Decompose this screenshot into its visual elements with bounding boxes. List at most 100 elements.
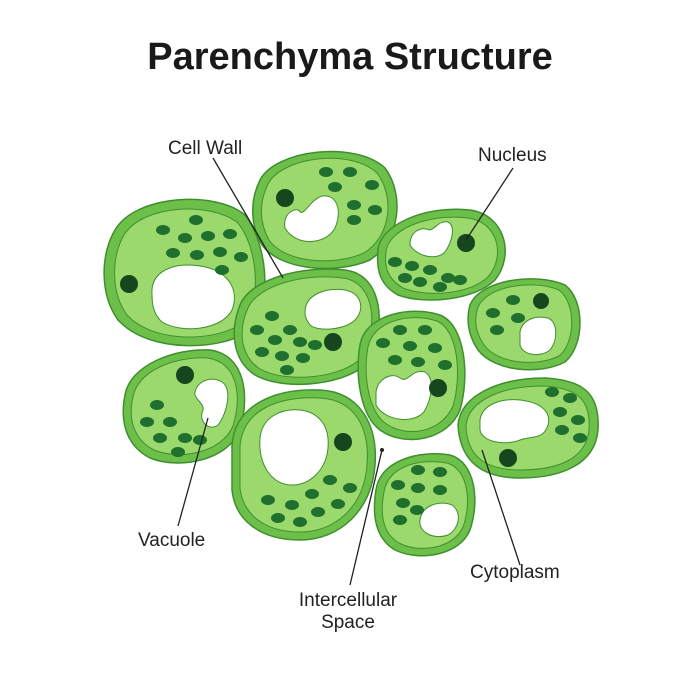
cell xyxy=(233,268,380,385)
chloroplast xyxy=(393,325,407,335)
chloroplast xyxy=(166,248,180,258)
chloroplast xyxy=(571,415,585,425)
chloroplast xyxy=(555,425,569,435)
chloroplast xyxy=(285,500,299,510)
chloroplast xyxy=(433,485,447,495)
chloroplast xyxy=(190,250,204,260)
chloroplast xyxy=(398,273,412,283)
nucleus-leader xyxy=(465,167,514,241)
chloroplast xyxy=(411,483,425,493)
chloroplast xyxy=(506,295,520,305)
chloroplast xyxy=(201,231,215,241)
vacuole-label: Vacuole xyxy=(138,530,206,551)
nucleus xyxy=(334,433,352,451)
chloroplast xyxy=(405,261,419,271)
chloroplast xyxy=(347,200,361,210)
vacuole xyxy=(194,378,229,428)
chloroplast xyxy=(441,273,455,283)
intercellular-space-label-line2: Space xyxy=(321,612,375,633)
cell xyxy=(457,377,599,479)
chloroplast xyxy=(347,215,361,225)
cell xyxy=(231,389,377,541)
chloroplast xyxy=(323,475,337,485)
vacuole xyxy=(375,370,432,420)
chloroplast xyxy=(343,167,357,177)
chloroplast xyxy=(411,465,425,475)
chloroplast xyxy=(428,343,442,353)
cell xyxy=(122,349,246,464)
chloroplast xyxy=(423,265,437,275)
nucleus-label: Nucleus xyxy=(478,145,547,166)
chloroplast xyxy=(553,407,567,417)
intercellular-space-marker xyxy=(380,448,384,452)
chloroplast xyxy=(275,351,289,361)
chloroplast xyxy=(293,517,307,527)
chloroplast xyxy=(261,495,275,505)
chloroplast xyxy=(293,337,307,347)
cell xyxy=(467,278,581,371)
chloroplast xyxy=(396,498,410,508)
chloroplast xyxy=(453,275,467,285)
chloroplast xyxy=(171,447,185,457)
chloroplast xyxy=(433,282,447,292)
chloroplast xyxy=(388,355,402,365)
chloroplast xyxy=(250,325,264,335)
vacuole xyxy=(151,264,235,330)
chloroplast xyxy=(331,499,345,509)
chloroplast xyxy=(150,400,164,410)
vacuole-leader xyxy=(177,417,209,527)
chloroplast xyxy=(223,229,237,239)
nucleus xyxy=(457,234,475,252)
cytoplasm-label: Cytoplasm xyxy=(470,562,560,583)
chloroplast xyxy=(305,489,319,499)
vacuole xyxy=(284,195,339,242)
chloroplast xyxy=(403,341,417,351)
diagram-title: Parenchyma Structure xyxy=(147,36,553,78)
chloroplast xyxy=(365,180,379,190)
chloroplast xyxy=(413,277,427,287)
chloroplast xyxy=(308,340,322,350)
chloroplast xyxy=(213,247,227,257)
vacuole xyxy=(259,409,329,486)
chloroplast xyxy=(140,417,154,427)
chloroplast xyxy=(486,308,500,318)
cell xyxy=(376,208,506,301)
chloroplast xyxy=(319,167,333,177)
chloroplast xyxy=(411,357,425,367)
nucleus xyxy=(120,275,138,293)
chloroplast xyxy=(178,433,192,443)
chloroplast xyxy=(163,417,177,427)
cell-wall-label: Cell Wall xyxy=(168,138,243,159)
chloroplast xyxy=(376,338,390,348)
chloroplast xyxy=(280,365,294,375)
chloroplast xyxy=(311,507,325,517)
chloroplast xyxy=(368,205,382,215)
cell xyxy=(373,453,476,557)
chloroplast xyxy=(271,513,285,523)
chloroplast xyxy=(189,215,203,225)
nucleus xyxy=(429,379,447,397)
nucleus xyxy=(276,189,294,207)
chloroplast xyxy=(193,435,207,445)
cell xyxy=(252,150,398,270)
vacuole xyxy=(409,221,453,258)
nucleus xyxy=(324,333,342,351)
intercellular-space-leader xyxy=(349,449,383,586)
chloroplast xyxy=(433,467,447,477)
chloroplast xyxy=(178,233,192,243)
vacuole xyxy=(519,316,557,356)
chloroplast xyxy=(328,182,342,192)
chloroplast xyxy=(234,252,248,262)
chloroplast xyxy=(268,335,282,345)
chloroplast xyxy=(511,313,525,323)
chloroplast xyxy=(265,311,279,321)
intercellular-space-label: Intercellular Space xyxy=(288,590,408,634)
leader-lines xyxy=(177,157,521,586)
chloroplast xyxy=(490,325,504,335)
chloroplast xyxy=(215,265,229,275)
chloroplast xyxy=(393,515,407,525)
chloroplast xyxy=(343,483,357,493)
cell-wall-leader xyxy=(212,157,284,279)
cytoplasm-leader xyxy=(481,449,521,566)
